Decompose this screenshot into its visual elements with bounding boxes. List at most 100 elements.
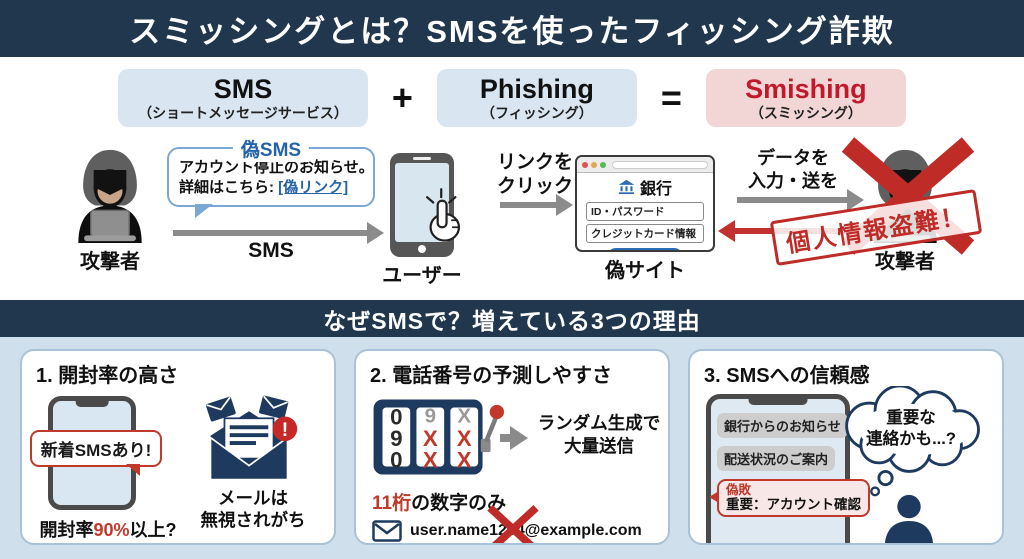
fake-sms-line2-prefix: 詳細はこちら:	[179, 179, 279, 197]
data-entry-line2: 入力・送を	[748, 170, 838, 191]
card3-body: 銀行からのお知らせ 配送状況のご案内 偽敗 重要：アカウント確認	[704, 386, 988, 543]
generate-arrow	[500, 426, 528, 450]
thought-line2: 連絡かも...?	[866, 430, 956, 449]
click-link-line1: リンクを	[496, 152, 573, 173]
attack-flow-diagram: 攻撃者 偽SMS アカウント停止のお知らせ。 詳細はこちら: [偽リンク] SM…	[0, 135, 1024, 300]
random-line2: 大量送信	[564, 435, 634, 456]
thought-bubble	[845, 386, 980, 497]
data-entry-line1: データを	[757, 148, 829, 168]
phone-notch	[75, 400, 109, 407]
stat-prefix: 開封率	[39, 520, 94, 540]
reasons-banner: なぜSMSで？増えている3つの理由	[0, 300, 1024, 337]
reel-digit: X	[423, 426, 438, 451]
browser-topbar	[577, 157, 713, 173]
click-link-label: リンクを クリック	[489, 151, 581, 199]
card2-title: 2. 電話番号の予測しやすさ	[370, 365, 613, 387]
reel-digit: 9	[390, 426, 402, 451]
reasons-section: 1. 開封率の高さ 新着SMSあり! 開封率90%以上?	[0, 337, 1024, 559]
reel-digit: X	[457, 405, 471, 428]
sms-message-bank: 銀行からのお知らせ	[717, 413, 848, 438]
mail-line1: メールは	[218, 488, 288, 508]
user-figure: ユーザー	[372, 153, 472, 288]
stat-value: 90%	[93, 520, 130, 540]
red-x-icon	[487, 505, 539, 543]
id-password-field[interactable]: ID・パスワード	[586, 202, 704, 221]
browser-dot-red	[582, 161, 588, 168]
exclamation-badge: !	[282, 420, 288, 441]
fake-site-figure: 銀行 ID・パスワード クレジットカード情報 ログイン 偽サイト	[575, 155, 715, 283]
open-rate-stat: 開封率90%以上?	[28, 516, 188, 542]
fake-sms-line2: 詳細はこちら: [偽リンク]	[179, 178, 363, 198]
card1-body: 新着SMSあり! 開封率90%以上?	[30, 392, 322, 543]
attacker-figure-left: 攻撃者	[58, 147, 162, 274]
sms-arrow-label: SMS	[248, 239, 294, 262]
login-button[interactable]: ログイン	[607, 248, 683, 250]
mail-outline-icon	[372, 520, 402, 542]
mail-ignored-text: メールは 無視されがち	[184, 488, 322, 532]
reason-card-open-rate: 1. 開封率の高さ 新着SMSあり! 開封率90%以上?	[20, 349, 336, 545]
sms-message-fake: 偽敗 重要：アカウント確認	[709, 479, 870, 517]
random-generation-text: ランダム生成で 大量送信	[534, 412, 664, 458]
new-sms-bubble: 新着SMSあり!	[30, 430, 162, 476]
plus-sign: +	[391, 77, 413, 118]
page-title: スミッシングとは？SMSを使ったフィッシング詐欺	[129, 14, 895, 49]
reel-digit: 0	[390, 404, 402, 429]
ignored-mail-icon: !	[205, 395, 298, 481]
slot-machine-icon: 0 9 0 9 X X X X X	[373, 399, 504, 475]
browser-address-bar	[612, 160, 708, 169]
fake-link[interactable]: [偽リンク]	[278, 179, 349, 197]
hand-cursor-icon	[425, 188, 461, 242]
reel-digit: X	[457, 426, 472, 451]
formula-sms-subtitle: （ショートメッセージサービス）	[138, 105, 348, 122]
bank-header: 銀行	[577, 175, 713, 199]
person-icon	[885, 494, 933, 543]
formula-phishing-subtitle: （フィッシング）	[480, 105, 593, 122]
digits-only-text: 11桁の数字のみ	[372, 488, 506, 515]
fake-tag: 偽敗	[726, 483, 752, 497]
formula-row: SMS （ショートメッセージサービス） + Phishing （フィッシング） …	[0, 57, 1024, 139]
browser-window: 銀行 ID・パスワード クレジットカード情報 ログイン	[575, 155, 715, 252]
attacker-right-label: 攻撃者	[875, 251, 935, 273]
send-data-arrow	[737, 189, 864, 211]
bank-icon	[618, 179, 635, 195]
fake-message-text: 重要：アカウント確認	[726, 497, 861, 513]
reel-digit: X	[423, 447, 438, 472]
phone-speaker	[413, 157, 431, 160]
browser-dot-yellow	[591, 161, 597, 168]
fake-sms-title: 偽SMS	[232, 135, 310, 162]
fake-site-label: 偽サイト	[605, 260, 685, 282]
random-line1: ランダム生成で	[537, 413, 661, 433]
user-label: ユーザー	[382, 265, 462, 287]
user-phone-icon	[390, 153, 461, 257]
sms-arrow	[173, 222, 384, 244]
formula-phishing-title: Phishing	[479, 74, 594, 105]
card3-title: 3. SMSへの信頼感	[704, 365, 870, 387]
data-entry-label: データを 入力・送を	[737, 147, 849, 192]
reel-digit: 0	[390, 447, 402, 472]
fake-sms-line1: アカウント停止のお知らせ。	[179, 159, 374, 176]
thought-line1: 重要な	[886, 409, 936, 427]
digits-highlight: 11桁	[372, 493, 412, 514]
mail-line2: 無視されがち	[200, 509, 306, 530]
click-link-line2: クリック	[496, 175, 573, 197]
phone-notch	[748, 398, 808, 405]
click-arrow	[500, 194, 573, 216]
reasons-banner-title: なぜSMSで？増えている3つの理由	[323, 307, 701, 334]
reason-card-phone-numbers: 2. 電話番号の予測しやすさ 0 9 0 9 X X X X X	[354, 349, 670, 545]
header-banner: スミッシングとは？SMSを使ったフィッシング詐欺	[0, 0, 1024, 57]
sms-message-list: 銀行からのお知らせ 配送状況のご案内 偽敗 重要：アカウント確認	[709, 413, 870, 517]
email-address: user.name1234@example.com	[410, 522, 642, 539]
browser-dot-green	[600, 161, 606, 168]
credit-card-field[interactable]: クレジットカード情報	[586, 224, 704, 243]
formula-box-sms: SMS （ショートメッセージサービス）	[118, 69, 368, 127]
sms-message-delivery: 配送状況のご案内	[717, 446, 836, 471]
fake-sms-bubble: 偽SMS アカウント停止のお知らせ。 詳細はこちら: [偽リンク]	[167, 135, 375, 217]
reel-digit: 9	[425, 405, 436, 428]
card1-title: 1. 開封率の高さ	[36, 365, 179, 387]
phone-icon: 銀行からのお知らせ 配送状況のご案内 偽敗 重要：アカウント確認	[706, 394, 870, 543]
stat-suffix: 以上?	[129, 520, 177, 540]
reel-digit: X	[457, 447, 472, 472]
equals-sign: =	[660, 77, 682, 118]
formula-box-smishing: Smishing （スミッシング）	[705, 69, 906, 127]
